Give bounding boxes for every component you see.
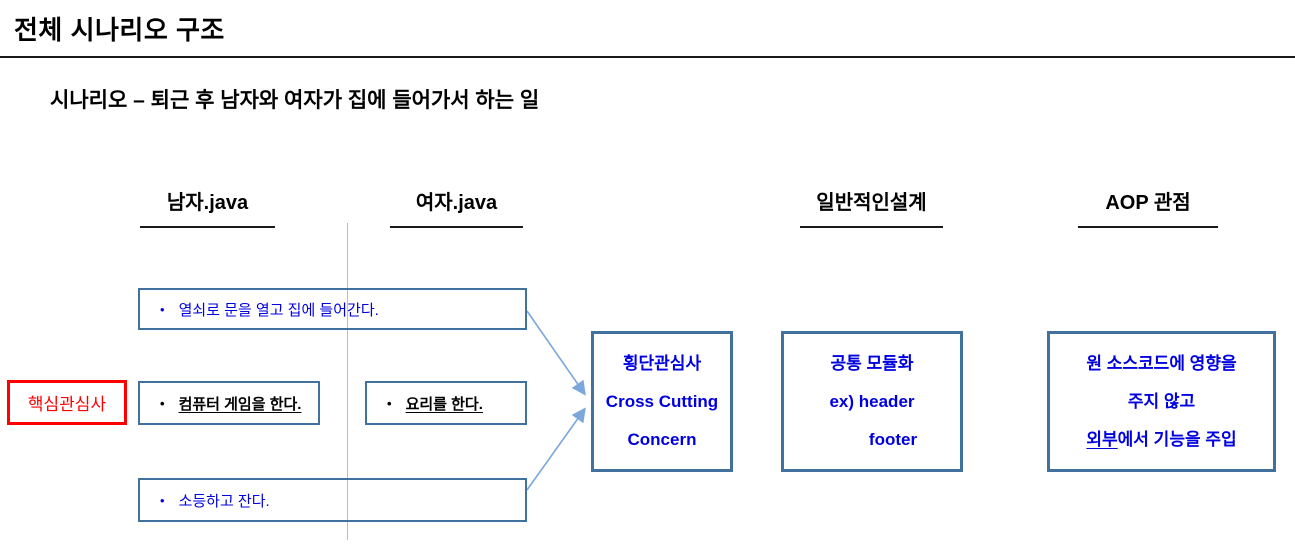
column-divider-line [347,223,348,540]
arrow-bottom-task-to-crosscutting [526,407,586,491]
task-text-shared-top: 열쇠로 문을 열고 집에 들어간다. [178,301,379,319]
title-divider-line [0,56,1295,58]
task-box-shared-top: • 열쇠로 문을 열고 집에 들어간다. [138,288,527,330]
column-header-aop-perspective: AOP 관점 [1078,188,1218,228]
bullet-icon: • [387,395,392,411]
column-header-man-java: 남자.java [140,188,275,228]
task-box-woman: • 요리를 한다. [365,381,527,425]
task-box-man: • 컴퓨터 게임을 한다. [138,381,320,425]
aop-line-3-underlined: 외부 [1086,429,1118,449]
common-module-line-1: 공통 모듈화 [830,353,914,373]
arrow-top-task-to-crosscutting [526,310,586,396]
aop-perspective-box: 원 소스코드에 영향을 주지 않고 외부에서 기능을 주입 [1047,331,1276,472]
bullet-icon: • [160,492,165,508]
aop-line-1: 원 소스코드에 영향을 [1086,353,1237,373]
bullet-icon: • [160,301,165,317]
bullet-icon: • [160,395,165,411]
crosscutting-line-1: 횡단관심사 [622,353,702,373]
crosscutting-line-2: Cross Cutting [605,391,719,411]
crosscutting-line-3: Concern [627,429,697,449]
column-header-general-design: 일반적인설계 [800,188,943,228]
common-module-box: 공통 모듈화 ex) header footer [781,331,963,472]
task-text-shared-bottom: 소등하고 잔다. [178,492,270,510]
crosscutting-concern-box: 횡단관심사 Cross Cutting Concern [591,331,733,472]
common-module-line-2: ex) header [829,391,915,411]
task-box-shared-bottom: • 소등하고 잔다. [138,478,527,522]
core-concern-box: 핵심관심사 [7,380,127,425]
task-text-man: 컴퓨터 게임을 한다. [178,395,302,413]
column-header-woman-java: 여자.java [390,188,523,228]
aop-line-3: 외부에서 기능을 주입 [1050,421,1273,459]
slide-title: 전체 시나리오 구조 [14,15,225,45]
aop-line-2: 주지 않고 [1127,391,1196,411]
task-text-woman: 요리를 한다. [405,395,483,413]
core-concern-label: 핵심관심사 [27,395,107,414]
common-module-line-3: footer [868,429,918,449]
aop-line-3-rest: 에서 기능을 주입 [1117,429,1237,449]
scenario-subtitle: 시나리오 – 퇴근 후 남자와 여자가 집에 들어가서 하는 일 [50,89,540,112]
